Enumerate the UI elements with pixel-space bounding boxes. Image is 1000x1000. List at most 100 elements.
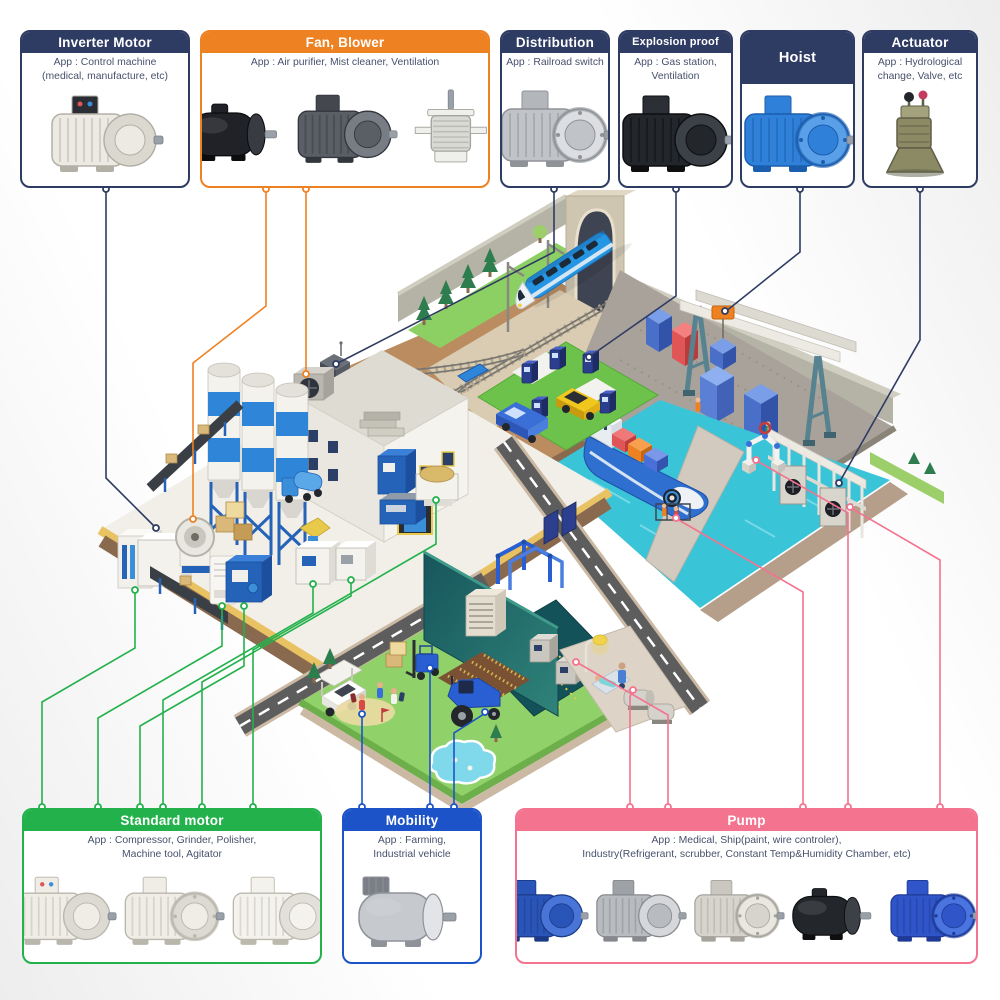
motor-photo-vertical <box>414 88 487 162</box>
plant-pipes <box>495 539 564 590</box>
motor-photo-motor <box>743 95 853 172</box>
connector-standard-1 <box>41 592 136 808</box>
mixer-truck <box>281 471 323 503</box>
card-explosion-proof-motor: Explosion proof motor App : Gas station,… <box>618 30 733 188</box>
ship-containers <box>612 427 668 473</box>
card-hoist-title: Hoist <box>742 32 853 84</box>
factory-zone <box>97 350 613 691</box>
pallet-boxes <box>215 501 253 541</box>
cleanroom-zone <box>423 501 619 717</box>
pine-trees <box>416 225 547 325</box>
card-distribution: Distribution App : Railroad switch <box>500 30 610 188</box>
forklift <box>385 640 439 680</box>
card-pump-images <box>517 862 976 962</box>
motor-photo-drum <box>202 103 277 161</box>
card-inverter-motor-app: App : Control machine (medical, manufact… <box>42 57 168 82</box>
lathe-machine <box>379 493 426 525</box>
golf-cart <box>315 659 367 717</box>
card-inverter-motor-images <box>22 84 188 186</box>
card-explosion-proof-app: App : Gas station, Ventilation <box>634 57 717 82</box>
motor-photo-motor <box>502 90 608 167</box>
motor-photo-drum <box>792 888 872 940</box>
card-explosion-proof-title: Explosion proof motor <box>620 32 731 69</box>
floodgate <box>767 427 867 538</box>
motor-photo-motor <box>621 95 731 173</box>
motor-photo-motor <box>232 876 320 945</box>
painting-robot-arm <box>742 421 785 474</box>
card-actuator-app: App : Hydrological change, Valve, etc <box>877 57 963 82</box>
wafer-machine-1 <box>529 634 558 663</box>
card-pump-title: Pump <box>517 810 976 831</box>
card-mobility-images <box>344 862 480 962</box>
gantry-crane <box>679 289 857 446</box>
milling-machine <box>377 449 416 495</box>
card-actuator-title: Actuator <box>864 32 976 53</box>
card-mobility-app: App : Farming, Industrial vehicle <box>373 835 451 860</box>
connector-lines <box>41 190 941 808</box>
motor-photo-actuator <box>885 90 945 178</box>
pond <box>429 739 497 785</box>
card-mobility: Mobility App : Farming, Industrial vehic… <box>342 808 482 964</box>
motor-photo-motor <box>517 880 589 942</box>
track-switch-lever <box>457 363 489 383</box>
motor-photo-drum <box>358 876 457 948</box>
connector-hoist <box>724 190 801 313</box>
card-fan-blower-title: Fan, Blower <box>202 32 488 53</box>
motor-photo-motor <box>596 880 687 942</box>
connector-mobility-3 <box>453 713 485 808</box>
card-actuator: Actuator App : Hydrological change, Valv… <box>862 30 978 188</box>
hedge <box>870 452 944 504</box>
card-mobility-title: Mobility <box>344 810 480 831</box>
connector-fan-blower-1 <box>192 190 267 518</box>
card-explosion-proof-images <box>620 84 731 186</box>
motor-photo-motor <box>297 94 397 163</box>
container-ship <box>583 406 709 521</box>
card-fan-blower-images <box>202 73 488 186</box>
control-panels <box>543 501 577 545</box>
centrifugal-blower <box>175 517 215 573</box>
polisher-machine <box>335 541 376 581</box>
motor-photo-motor <box>694 880 785 942</box>
card-standard-motor-images <box>24 862 320 962</box>
motor-photo-motor <box>24 876 116 945</box>
card-fan-blower: Fan, Blower App : Air purifier, Mist cle… <box>200 30 490 188</box>
card-pump: Pump App : Medical, Ship(paint, wire con… <box>515 808 978 964</box>
motor-photo-motor <box>124 876 224 945</box>
motor-photo-motor <box>890 880 976 942</box>
card-hoist-images <box>742 84 853 186</box>
connector-pump-4 <box>756 460 849 808</box>
card-standard-motor: Standard motor App : Compressor, Grinder… <box>22 808 322 964</box>
yellow-car <box>556 388 600 420</box>
dental-lamp <box>584 634 609 672</box>
gas-station <box>477 341 659 451</box>
card-hoist: Hoist <box>740 30 855 188</box>
hvac-unit <box>465 589 506 637</box>
high-speed-train <box>515 230 632 310</box>
dentist <box>618 662 626 689</box>
wheat-field <box>438 652 530 706</box>
cement-silos <box>207 362 309 565</box>
connector-standard-3 <box>139 608 245 808</box>
connector-standard-6 <box>252 502 437 808</box>
connector-explosion-proof <box>588 190 677 358</box>
connector-pump-3 <box>676 518 804 808</box>
card-standard-motor-title: Standard motor <box>24 810 320 831</box>
main-conveyor <box>146 400 244 492</box>
connector-inverter-motor <box>105 190 157 529</box>
connector-standard-2 <box>97 608 223 808</box>
brick-stack <box>359 411 405 437</box>
fuel-pumps <box>521 346 616 420</box>
card-inverter-motor: Inverter Motor App : Control machine (me… <box>20 30 190 188</box>
motor-photo-motor <box>51 95 164 173</box>
card-fan-blower-app: App : Air purifier, Mist cleaner, Ventil… <box>250 57 440 68</box>
card-inverter-motor-title: Inverter Motor <box>22 32 188 53</box>
connector-distribution <box>335 190 555 365</box>
card-actuator-images <box>864 84 976 186</box>
grinder-machine <box>225 555 272 603</box>
card-distribution-images <box>502 73 608 186</box>
farm-objects <box>307 640 530 785</box>
tractor <box>447 676 501 727</box>
connector-standard-5 <box>201 582 352 808</box>
